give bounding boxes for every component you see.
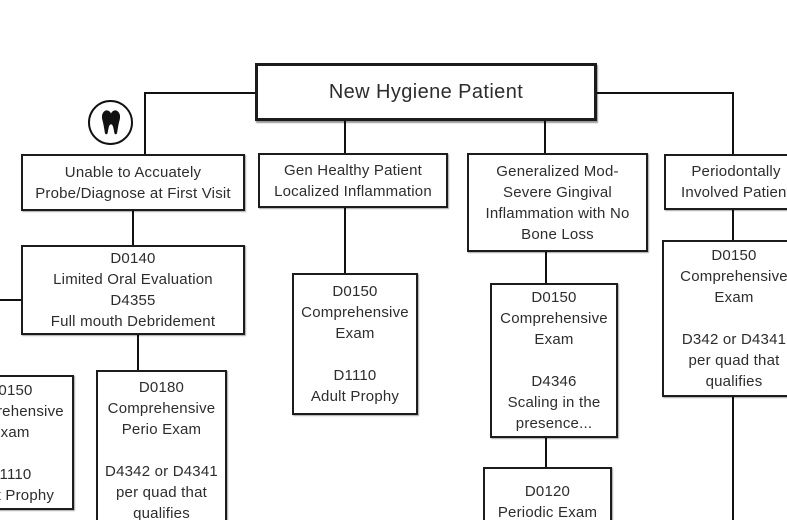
connector-line — [597, 92, 734, 94]
node-gen-healthy-patient: Gen Healthy Patient Localized Inflammati… — [258, 153, 448, 208]
node-d0150-perio-right: D0150 Comprehensive Exam D342 or D4341 p… — [662, 240, 787, 397]
node-d0150-d4346-scaling: D0150 Comprehensive Exam D4346 Scaling i… — [490, 283, 618, 438]
node-d0150-adult-prophy-left: D0150 Comprehensive Exam D1110 Adult Pro… — [0, 375, 74, 510]
connector-line — [545, 438, 547, 467]
tooth-icon — [101, 109, 120, 134]
connector-line — [732, 92, 734, 154]
node-periodontally-involved: Periodontally Involved Patient — [664, 154, 787, 210]
connector-line — [0, 299, 21, 301]
node-new-hygiene-patient: New Hygiene Patient — [255, 63, 597, 121]
node-generalized-gingival-inflammation: Generalized Mod- Severe Gingival Inflamm… — [467, 153, 648, 252]
connector-line — [732, 397, 734, 520]
node-d0180-comprehensive-perio-exam: D0180 Comprehensive Perio Exam D4342 or … — [96, 370, 227, 520]
connector-line — [137, 335, 139, 370]
connector-line — [344, 120, 346, 153]
node-unable-to-probe: Unable to Accuately Probe/Diagnose at Fi… — [21, 154, 245, 211]
connector-line — [344, 208, 346, 273]
node-d0150-adult-prophy-center: D0150 Comprehensive Exam D1110 Adult Pro… — [292, 273, 418, 415]
connector-line — [132, 211, 134, 245]
connector-line — [145, 92, 255, 94]
tooth-badge — [88, 100, 133, 145]
connector-line — [544, 120, 546, 153]
connector-line — [144, 92, 146, 154]
node-d0140-full-mouth-debridement: D0140 Limited Oral Evaluation D4355 Full… — [21, 245, 245, 335]
connector-line — [732, 210, 734, 240]
connector-line — [545, 252, 547, 283]
node-d0120-periodic-exam: D0120 Periodic Exam — [483, 467, 612, 520]
